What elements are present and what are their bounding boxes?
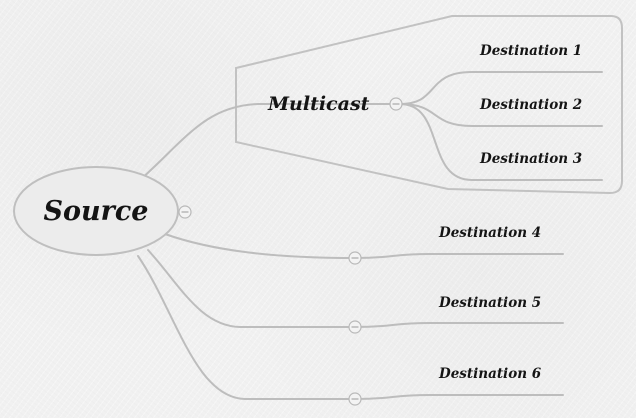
connector-source-destination-6	[137, 255, 564, 400]
destination-3-label[interactable]: Destination 3	[479, 151, 582, 167]
connector-multicast-destination-1	[399, 71, 603, 105]
destination-2-label[interactable]: Destination 2	[479, 97, 582, 113]
destination-4-label[interactable]: Destination 4	[438, 225, 541, 241]
source-collapse-toggle-icon[interactable]	[178, 205, 192, 219]
destination-4-collapse-toggle-icon[interactable]	[348, 251, 362, 265]
multicast-group-boundary	[235, 15, 623, 195]
connector-source-destination-4	[164, 233, 564, 260]
connector-multicast-destination-3	[399, 103, 603, 181]
connector-source-multicast	[139, 103, 259, 181]
source-node-shape[interactable]	[13, 166, 179, 256]
destination-5-collapse-toggle-icon[interactable]	[348, 320, 362, 334]
connector-source-destination-5	[147, 249, 564, 328]
destination-6-label[interactable]: Destination 6	[438, 366, 542, 382]
connector-multicast-destination-2	[399, 103, 603, 127]
multicast-node-label[interactable]: Multicast	[267, 93, 370, 115]
destination-1-label[interactable]: Destination 1	[479, 43, 582, 59]
destination-6-collapse-toggle-icon[interactable]	[348, 392, 362, 406]
multicast-collapse-toggle-icon[interactable]	[389, 97, 403, 111]
source-node-label: Source	[44, 196, 149, 227]
destination-5-label[interactable]: Destination 5	[438, 295, 541, 311]
